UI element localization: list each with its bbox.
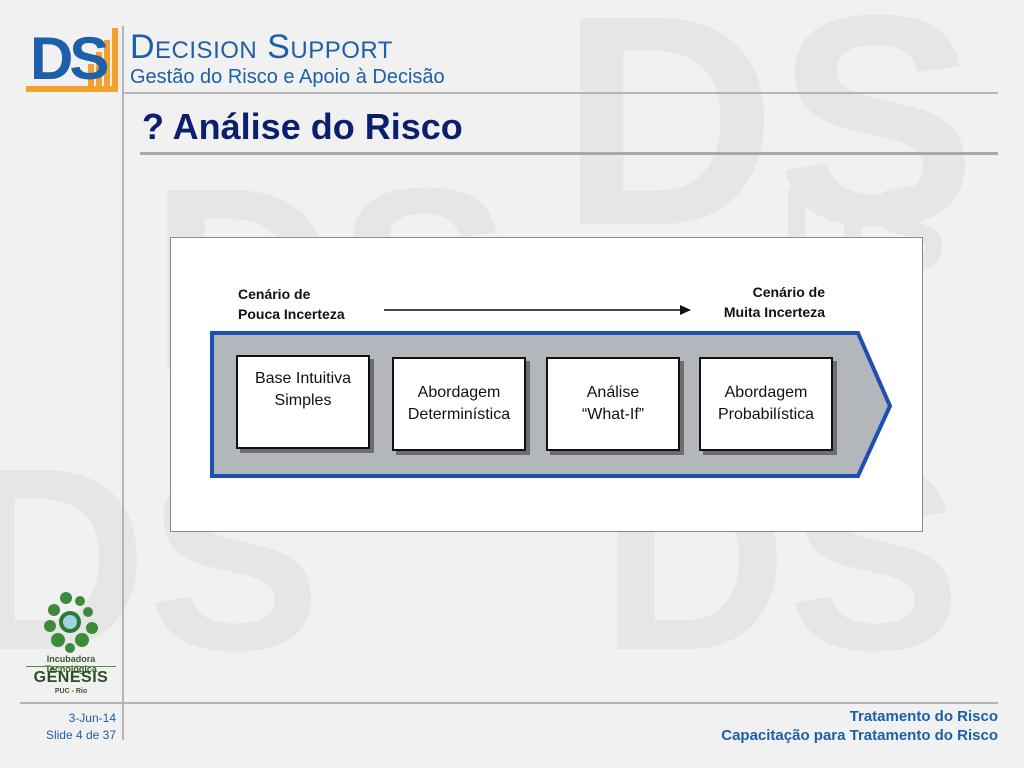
logo-base-bar [26,86,118,92]
brand-title: Decision Support [130,28,393,66]
page-title: ? Análise do Risco [142,106,463,147]
incubator-label: Incubadora Tecnológica [45,654,97,674]
molecule-icon [44,592,98,653]
footer-course-title: Tratamento do Risco [849,708,998,725]
step-box-what-if: Análise “What-If” [546,357,680,451]
brand-subtitle: Gestão do Risco e Apoio à Decisão [130,66,445,88]
watermark-letters: DS [560,0,977,288]
title-underline [140,152,998,155]
genesis-logo: Incubadora Tecnológica GÊNESIS PUC - Rio [20,588,122,700]
step-label: Análise “What-If” [581,384,645,423]
scenario-left-text: Cenário de Pouca Incerteza [238,286,345,322]
step-box-deterministic: Abordagem Determinística [392,357,526,451]
arrow-head [680,305,691,315]
header-rule [122,92,998,94]
scenario-right-text: Cenário de Muita Incerteza [723,284,825,320]
puc-label: PUC - Rio [54,688,88,695]
ds-logo: DS [26,22,118,92]
scenario-high-uncertainty: Cenário de Muita Incerteza [700,282,825,322]
footer-divider [122,704,124,740]
logo-letters: DS [30,25,109,92]
genesis-label: GÊNESIS [33,669,109,686]
header-divider [122,26,124,92]
step-label: Abordagem Probabilística [717,384,815,423]
step-box-intuitive: Base Intuitiva Simples [236,355,370,449]
step-box-probabilistic: Abordagem Probabilística [699,357,833,451]
footer-slide-number: Slide 4 de 37 [45,728,116,742]
left-rule [122,92,124,740]
step-label: Abordagem Determinística [407,384,511,423]
step-label: Base Intuitiva Simples [254,370,352,409]
genesis-rule [26,666,116,667]
footer-date: 3-Jun-14 [68,711,116,725]
footer-course-subtitle: Capacitação para Tratamento do Risco [721,727,998,744]
scenario-low-uncertainty: Cenário de Pouca Incerteza [238,284,345,324]
footer-rule [20,702,998,704]
